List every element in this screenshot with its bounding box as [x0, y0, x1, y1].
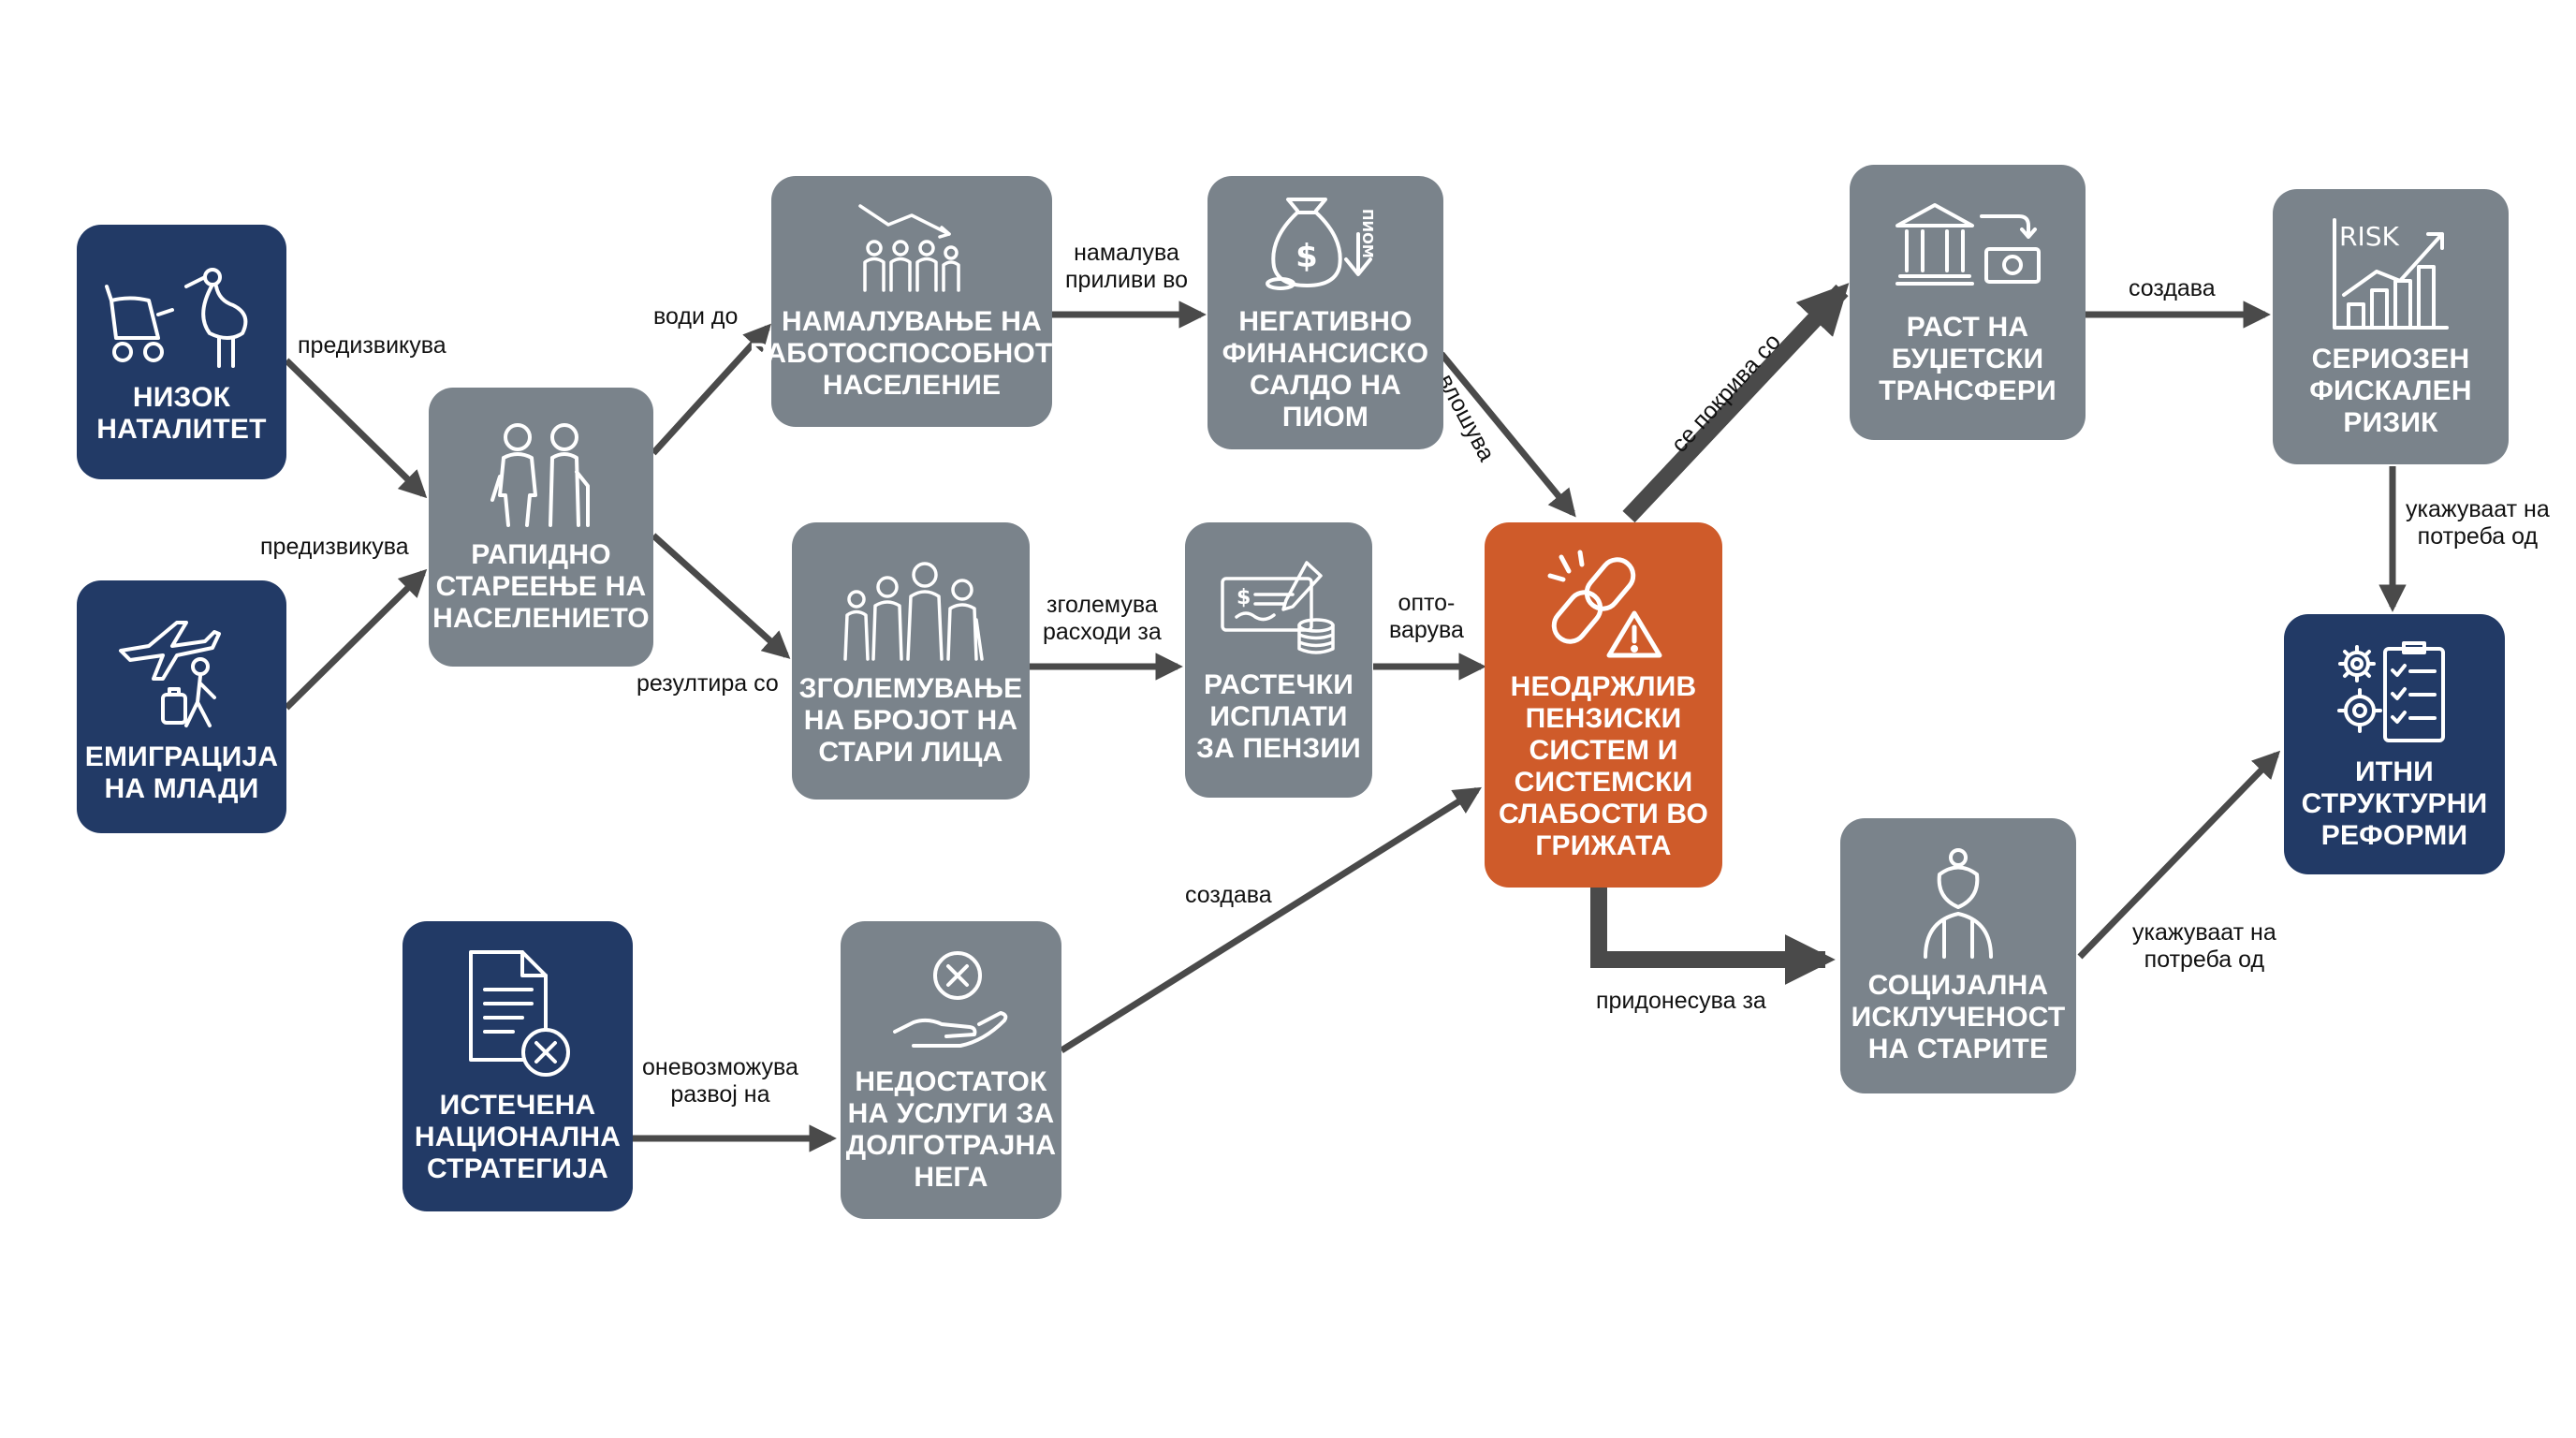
node-care-shortage: НЕДОСТАТОК НА УСЛУГИ ЗА ДОЛГОТРАЈНА НЕГА [841, 921, 1061, 1219]
node-label: НАМАЛУВАЊЕ НА РАБОТОСПОСОБНОТО НАСЕЛЕНИЕ [749, 306, 1075, 401]
edge-aging-to-workforce [651, 323, 771, 456]
edge-aging-to-elderly-increase [651, 533, 791, 659]
edge-label-system-exclusion: придонесува за [1596, 988, 1766, 1014]
svg-text:$: $ [1237, 586, 1251, 609]
node-expired-strategy: ИСТЕЧЕНА НАЦИОНАЛНА СТРАТЕГИЈА [402, 921, 633, 1211]
airplane-traveler-icon [119, 621, 221, 727]
stork-stroller-icon [105, 268, 248, 368]
edge-care-to-system [1060, 786, 1482, 1053]
node-rapid-aging: РАПИДНО СТАРЕЕЊЕ НА НАСЕЛЕНИЕТО [429, 388, 653, 667]
edge-birthrate-to-aging [284, 358, 428, 499]
elderly-woman-icon [1924, 848, 1993, 959]
edge-label-birthrate-aging: предизвикува [298, 332, 446, 359]
node-elderly-increase: ЗГОЛЕМУВАЊЕ НА БРОЈОТ НА СТАРИ ЛИЦА [792, 522, 1030, 800]
node-label: НЕОДРЖЛИВ ПЕНЗИСКИ СИСТЕМ И СИСТЕМСКИ СЛ… [1498, 671, 1709, 861]
node-label: НИЗОК НАТАЛИТЕТ [96, 382, 267, 445]
node-label: ЗГОЛЕМУВАЊЕ НА БРОЈОТ НА СТАРИ ЛИЦА [798, 672, 1023, 768]
node-negative-balance: $ ПИОМ НЕГАТИВНО ФИНАНСИСКО САЛДО НА ПИО… [1208, 176, 1443, 449]
svg-text:$: $ [1295, 238, 1318, 275]
node-label: НЕГАТИВНО ФИНАНСИСКО САЛДО НА ПИОМ [1222, 306, 1429, 433]
edge-label-transfers-risk: создава [2129, 275, 2216, 301]
node-label: ИСТЕЧЕНА НАЦИОНАЛНА СТРАТЕГИЈА [414, 1090, 622, 1184]
edge-label-emigration-aging: предизвикува [260, 534, 409, 560]
edge-exclusion-to-reforms [2077, 750, 2281, 960]
node-urgent-reforms: ИТНИ СТРУКТУРНИ РЕФОРМИ [2284, 614, 2505, 874]
edge-label-elderly-payments: зголемува расходи за [1043, 592, 1162, 645]
edge-system-to-exclusion [1590, 888, 1836, 985]
declining-population-icon [858, 204, 960, 292]
svg-text:RISK: RISK [2339, 221, 2399, 252]
node-fiscal-risk: RISK СЕРИОЗЕН ФИСКАЛЕН РИЗИК [2273, 189, 2509, 464]
node-budget-transfers: РАСТ НА БУЏЕТСКИ ТРАНСФЕРИ [1850, 165, 2086, 440]
node-workforce-decline: НАМАЛУВАЊЕ НА РАБОТОСПОСОБНОТО НАСЕЛЕНИЕ [750, 176, 1074, 427]
edge-label-exclusion-reforms: укажуваат на потреба од [2132, 919, 2276, 973]
node-label: ИТНИ СТРУКТУРНИ РЕФОРМИ [2301, 756, 2488, 851]
cheque-coins-icon: $ [1221, 561, 1335, 654]
node-youth-emigration: ЕМИГРАЦИЈА НА МЛАДИ [77, 580, 286, 833]
gears-checklist-icon [2337, 640, 2445, 742]
svg-text:ПИОМ: ПИОМ [1359, 209, 1376, 258]
node-label: СЕРИОЗЕН ФИСКАЛЕН РИЗИК [2309, 343, 2472, 438]
edge-label-risk-reforms: укажуваат на потреба од [2406, 496, 2550, 550]
risk-chart-icon: RISK [2333, 217, 2449, 330]
broken-chain-warning-icon [1547, 550, 1662, 658]
elderly-couple-icon [490, 422, 590, 527]
node-label: РАСТ НА БУЏЕТСКИ ТРАНСФЕРИ [1879, 312, 2056, 406]
hand-x-icon [893, 950, 1008, 1048]
edge-label-payments-system: опто- варува [1389, 590, 1464, 643]
edge-label-care-system: создава [1185, 882, 1272, 908]
edge-label-workforce-balance: намалува приливи во [1065, 240, 1189, 293]
edge-label-aging-workforce: води до [653, 303, 739, 330]
edge-label-aging-elderly: резултира со [637, 670, 779, 697]
node-low-birthrate: НИЗОК НАТАЛИТЕТ [77, 225, 286, 479]
elderly-group-icon [843, 561, 984, 661]
document-x-icon [469, 950, 570, 1077]
bank-transfer-icon [1895, 203, 2041, 286]
edge-system-to-transfers [1622, 283, 1850, 523]
node-unsustainable-system: НЕОДРЖЛИВ ПЕНЗИСКИ СИСТЕМ И СИСТЕМСКИ СЛ… [1485, 522, 1722, 888]
node-label: ЕМИГРАЦИЈА НА МЛАДИ [84, 741, 279, 804]
node-label: РАСТЕЧКИ ИСПЛАТИ ЗА ПЕНЗИИ [1196, 669, 1361, 764]
edge-emigration-to-aging [284, 568, 428, 711]
node-label: РАПИДНО СТАРЕЕЊЕ НА НАСЕЛЕНИЕТО [432, 538, 650, 634]
edge-label-strategy-care: оневозможува развој на [642, 1054, 798, 1108]
node-pension-payments: $ РАСТЕЧКИ ИСПЛАТИ ЗА ПЕНЗИИ [1185, 522, 1372, 798]
money-bag-down-icon: $ ПИОМ [1266, 198, 1376, 290]
edge-balance-to-system [1439, 351, 1576, 518]
node-social-exclusion: СОЦИЈАЛНА ИСКЛУЧЕНОСТ НА СТАРИТЕ [1840, 818, 2076, 1093]
node-label: СОЦИЈАЛНА ИСКЛУЧЕНОСТ НА СТАРИТЕ [1851, 970, 2066, 1064]
node-label: НЕДОСТАТОК НА УСЛУГИ ЗА ДОЛГОТРАЈНА НЕГА [845, 1065, 1057, 1193]
